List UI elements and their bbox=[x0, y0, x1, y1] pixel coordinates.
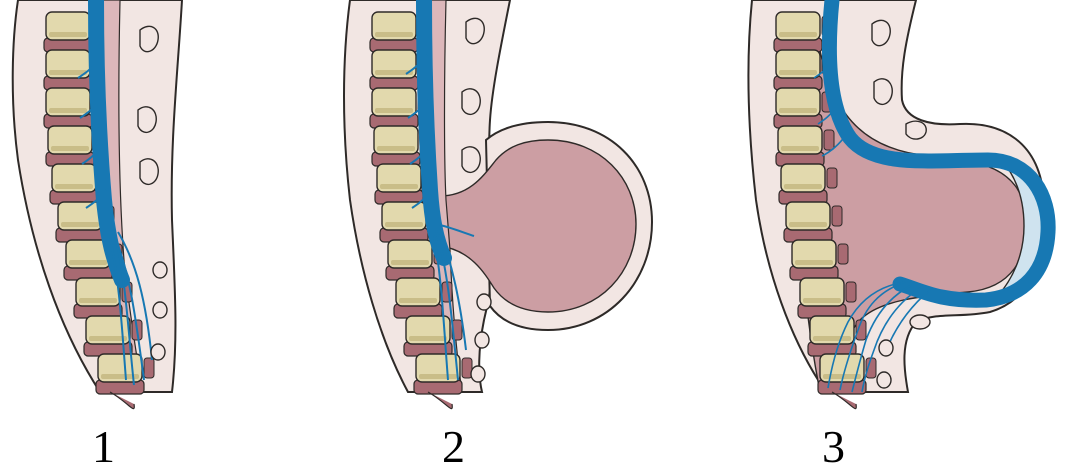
vertebral-body-shading bbox=[779, 70, 817, 75]
panel-1-label: 1 bbox=[92, 424, 115, 470]
vertebral-pedicle bbox=[144, 358, 154, 378]
vertebral-body-shading bbox=[49, 70, 87, 75]
vertebral-body-shading bbox=[51, 146, 89, 151]
vertebral-body-shading bbox=[779, 108, 817, 113]
vertebral-body-shading bbox=[380, 184, 418, 189]
vertebral-body-shading bbox=[375, 32, 413, 37]
panel-1-normal-spine bbox=[13, 0, 182, 409]
vertebral-body-shading bbox=[49, 108, 87, 113]
vertebral-body-shading bbox=[377, 146, 415, 151]
vertebral-pedicle bbox=[846, 282, 856, 302]
vertebral-body-shading bbox=[375, 108, 413, 113]
vertebral-body-shading bbox=[781, 146, 819, 151]
vertebral-pedicle bbox=[827, 168, 837, 188]
panel-3-label: 3 bbox=[822, 424, 845, 470]
panel-3-myelomeningocele bbox=[749, 0, 1049, 409]
panel-2-label: 2 bbox=[442, 424, 465, 470]
vertebral-body-shading bbox=[795, 260, 833, 265]
vertebral-body-shading bbox=[419, 374, 457, 379]
vertebral-body-shading bbox=[391, 260, 429, 265]
vertebral-body-shading bbox=[803, 298, 841, 303]
vertebral-body-shading bbox=[61, 222, 99, 227]
vertebral-body-shading bbox=[779, 32, 817, 37]
vertebral-body-shading bbox=[49, 32, 87, 37]
vertebral-pedicle bbox=[838, 244, 848, 264]
vertebral-pedicle bbox=[824, 130, 834, 150]
vertebral-body-shading bbox=[399, 298, 437, 303]
vertebral-body-shading bbox=[79, 298, 117, 303]
vertebral-body-shading bbox=[69, 260, 107, 265]
vertebral-body-shading bbox=[385, 222, 423, 227]
vertebral-body-shading bbox=[813, 336, 851, 341]
vertebral-body-shading bbox=[789, 222, 827, 227]
vertebral-body-shading bbox=[784, 184, 822, 189]
vertebral-body-shading bbox=[409, 336, 447, 341]
vertebral-body-shading bbox=[55, 184, 93, 189]
vertebral-body-shading bbox=[89, 336, 127, 341]
panel-2-meningocele bbox=[344, 0, 652, 409]
vertebral-pedicle bbox=[832, 206, 842, 226]
